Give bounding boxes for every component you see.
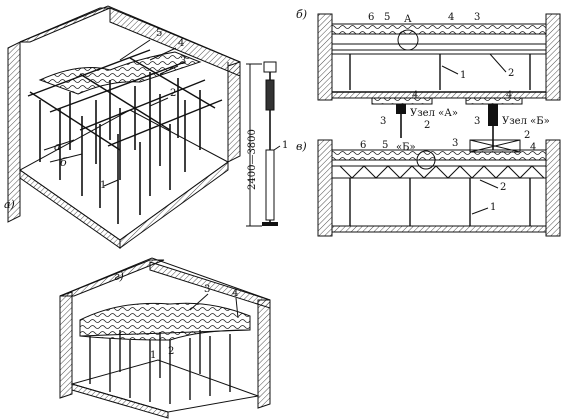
node-a-marker: А (404, 14, 412, 25)
b-callout-4: 4 (448, 12, 454, 23)
v-callout-3: 3 (452, 138, 458, 149)
panel-a-floor (19, 109, 229, 241)
node-b-callout-4: 4 (506, 90, 512, 101)
callout-5: 5 (156, 28, 162, 39)
callout-4: 4 (178, 38, 184, 49)
b-callout-3: 3 (474, 12, 480, 23)
v-callout-4: 4 (530, 142, 536, 153)
prop-callout-1: 1 (282, 140, 288, 151)
g-callout-2: 2 (168, 346, 174, 357)
panel-g: г) 3 4 1 2 (59, 257, 271, 419)
node-b-callout-3: 3 (474, 116, 480, 127)
b-callout-1: 1 (460, 70, 466, 81)
dim-b-label: б (60, 156, 67, 169)
b-callout-6: 6 (368, 12, 374, 23)
callout-1: 1 (100, 180, 106, 191)
panel-b-label: б) (296, 8, 307, 21)
g-callout-3: 3 (204, 284, 210, 295)
panel-a-deck (38, 51, 202, 95)
b-callout-2: 2 (508, 68, 514, 79)
panel-b: б) А 6 5 4 3 1 2 (296, 8, 561, 101)
panel-v: в) 6 5 «Б» 3 4 2 2 1 (296, 130, 561, 237)
node-a-caption: Узел «А» (410, 108, 458, 119)
v-callout-6: 6 (360, 140, 366, 151)
g-callout-4: 4 (232, 288, 238, 299)
node-details: 4 3 2 Узел «А» 4 3 Узел «Б» (371, 90, 550, 150)
height-range-label: 2400—3800 (247, 129, 258, 190)
panel-g-deck (79, 302, 251, 341)
g-callout-1: 1 (150, 350, 156, 361)
node-a-callout-3: 3 (380, 116, 386, 127)
callout-3: 3 (180, 56, 186, 67)
v-callout-1: 1 (490, 202, 496, 213)
v-callout-2-top: 2 (524, 130, 530, 141)
v-callout-5: 5 (382, 140, 388, 151)
b-callout-5: 5 (384, 12, 390, 23)
panel-a-right-wall-side (227, 61, 241, 163)
node-b-marker: «Б» (396, 142, 416, 153)
callout-2: 2 (170, 88, 176, 99)
panel-v-label: в) (296, 140, 307, 153)
panel-a-left-wall (7, 41, 21, 223)
telescopic-prop: 2400—3800 1 (246, 61, 288, 227)
dim-a-label: а (54, 140, 61, 153)
node-b-caption: Узел «Б» (502, 116, 550, 127)
panel-a: а) (4, 5, 241, 249)
node-a-callout-2: 2 (424, 120, 430, 131)
panel-a-props (39, 72, 201, 224)
node-a-callout-4: 4 (412, 90, 418, 101)
v-callout-2: 2 (500, 182, 506, 193)
